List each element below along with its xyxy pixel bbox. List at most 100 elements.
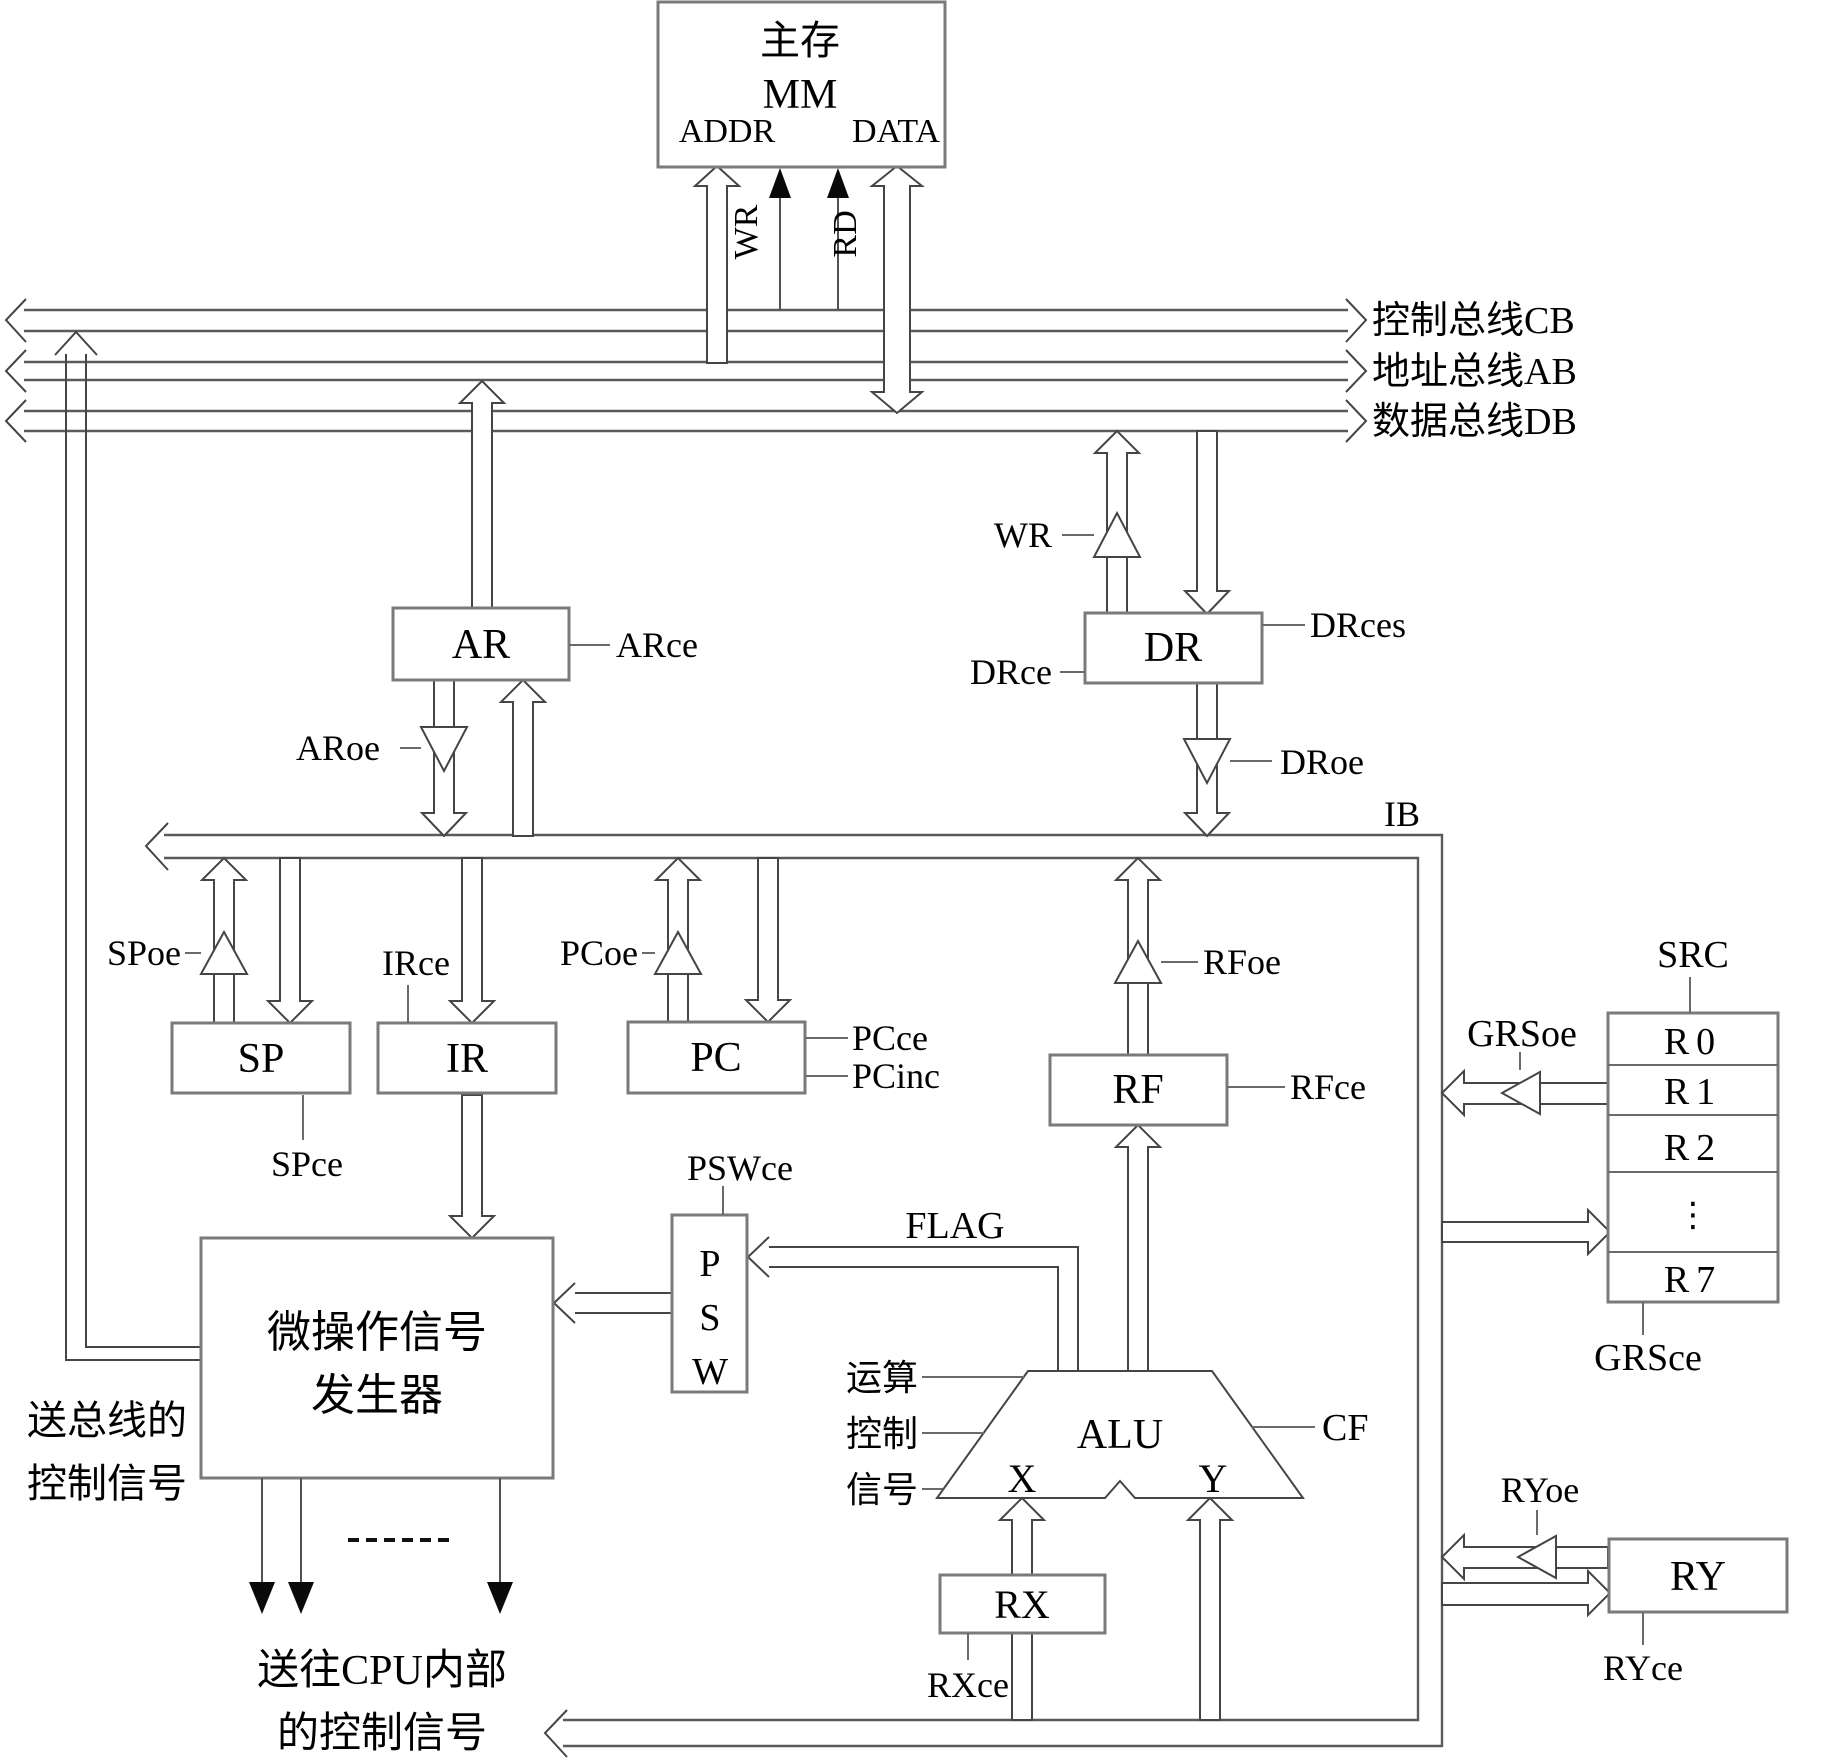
- general-register-stack-box: [1606, 1011, 1780, 1304]
- spoe-label: SPoe: [107, 933, 181, 973]
- ir-to-generator-channel: [447, 1094, 497, 1240]
- irce-label: IRce: [382, 943, 450, 983]
- mm-abbr: MM: [763, 72, 838, 118]
- control-bus-right-arrow-icon: [1345, 298, 1368, 343]
- ar-to-ab-channel: [457, 379, 507, 610]
- ib-to-pc-channel: [743, 857, 793, 1024]
- ryoe-label: RYoe: [1501, 1470, 1579, 1510]
- control-bus: [4, 298, 1368, 343]
- psw-letter-s: S: [699, 1297, 720, 1339]
- ry-register-box: [1607, 1537, 1789, 1614]
- pswce-label: PSWce: [687, 1148, 793, 1188]
- sp-register-box: [170, 1021, 352, 1095]
- address-bus-label: 地址总线AB: [1372, 351, 1577, 393]
- gen-out-arrow-icon: [249, 1582, 275, 1614]
- wr-buffer-icon: [1092, 510, 1142, 558]
- alu-label: ALU: [1077, 1412, 1163, 1458]
- gen-out-arrow-icon: [288, 1582, 314, 1614]
- alu-ctrl-label-1: 运算: [846, 1358, 918, 1398]
- micro-op-generator-box: [199, 1236, 555, 1480]
- data-bus: [4, 399, 1368, 443]
- control-bus-label: 控制总线CB: [1372, 300, 1575, 342]
- arrow-into-generator-icon: [552, 1282, 576, 1324]
- spce-label: SPce: [271, 1144, 343, 1184]
- dr-register-box: [1083, 611, 1264, 685]
- address-bus-left-arrow-icon: [4, 349, 27, 393]
- rx-label: RX: [994, 1582, 1050, 1627]
- psw-letter-p: P: [699, 1243, 720, 1285]
- rfoe-buffer-icon: [1113, 938, 1163, 984]
- pcinc-label: PCinc: [852, 1056, 940, 1096]
- pc-register-box: [626, 1020, 807, 1095]
- rf-register-box: [1048, 1053, 1229, 1127]
- rx-register-box: [938, 1573, 1107, 1635]
- rfce-label: RFce: [1290, 1067, 1366, 1107]
- sp-label: SP: [238, 1036, 285, 1082]
- alu-ctrl-label-2: 控制: [846, 1414, 918, 1454]
- cf-label: CF: [1322, 1407, 1368, 1449]
- alu-body: [935, 1370, 1305, 1499]
- drces-label: DRces: [1310, 605, 1406, 645]
- grs-row-r1: R1: [1664, 1071, 1722, 1113]
- alu-ctrl-label-3: 信号: [846, 1470, 918, 1510]
- generator-title-line2: 发生器: [311, 1371, 443, 1420]
- to-bus-note-line2: 控制信号: [27, 1461, 187, 1506]
- generator-title-line1: 微操作信号: [267, 1308, 487, 1357]
- control-bus-left-arrow-icon: [4, 298, 27, 343]
- grs-row-r7: R7: [1664, 1259, 1722, 1301]
- ry-label: RY: [1670, 1554, 1726, 1600]
- droe-buffer-icon: [1182, 738, 1232, 786]
- y-input-channel: [1185, 1496, 1235, 1721]
- psw-to-generator-channel: [552, 1282, 672, 1324]
- ib-to-ir-channel: [447, 857, 497, 1025]
- addr-channel-ab-to-mm: [692, 164, 742, 364]
- data-bus-label: 数据总线DB: [1372, 401, 1577, 443]
- internal-bus-label: IB: [1384, 794, 1420, 834]
- alu-y-input-label: Y: [1199, 1456, 1228, 1501]
- generator-output-signals: [249, 1478, 513, 1614]
- ib-to-ar-channel: [498, 678, 548, 837]
- aroe-label: ARoe: [296, 728, 380, 768]
- ryoe-buffer-icon: [1515, 1534, 1557, 1580]
- ib-to-ry-channel: [1441, 1568, 1612, 1618]
- pcoe-buffer-icon: [653, 929, 703, 975]
- pcce-label: PCce: [852, 1018, 928, 1058]
- psw-letter-w: W: [692, 1351, 728, 1393]
- dr-label: DR: [1144, 625, 1202, 671]
- to-bus-note-line1: 送总线的: [27, 1398, 187, 1443]
- mm-addr-port-label: ADDR: [679, 113, 776, 150]
- main-memory-box: [656, 0, 947, 169]
- grsoe-label: GRSoe: [1467, 1013, 1577, 1055]
- psw-register-box: [670, 1213, 749, 1394]
- grs-row-r0: R0: [1664, 1021, 1722, 1063]
- wr-arrow-icon: [769, 168, 791, 198]
- flag-label: FLAG: [905, 1205, 1004, 1247]
- gen-out-arrow-icon: [487, 1582, 513, 1614]
- data-bus-left-arrow-icon: [4, 399, 27, 443]
- aroe-buffer-icon: [419, 726, 469, 774]
- drce-label: DRce: [970, 652, 1052, 692]
- ib-to-sp-channel: [265, 857, 315, 1025]
- rd-signal-label: RD: [827, 210, 864, 257]
- rfoe-label: RFoe: [1203, 942, 1281, 982]
- arce-label: ARce: [616, 625, 698, 665]
- mm-data-port-label: DATA: [852, 113, 940, 150]
- address-bus: [4, 349, 1368, 393]
- src-label: SRC: [1657, 934, 1729, 976]
- ryce-label: RYce: [1603, 1648, 1683, 1688]
- pcoe-label: PCoe: [560, 933, 638, 973]
- alu-x-input-label: X: [1008, 1456, 1037, 1501]
- up-arrow-into-cb-icon: [54, 330, 98, 356]
- generator-to-cb-channel: [54, 330, 201, 1361]
- grsoe-buffer-icon: [1499, 1070, 1541, 1116]
- rf-label: RF: [1112, 1067, 1163, 1113]
- bottom-bus-left-arrow-icon: [543, 1709, 568, 1758]
- spoe-buffer-icon: [199, 929, 249, 975]
- droe-label: DRoe: [1280, 742, 1364, 782]
- grsce-label: GRSce: [1594, 1337, 1702, 1379]
- data-bus-right-arrow-icon: [1345, 399, 1368, 443]
- ir-label: IR: [446, 1036, 488, 1082]
- rxce-label: RXce: [927, 1665, 1009, 1705]
- ar-label: AR: [452, 622, 510, 668]
